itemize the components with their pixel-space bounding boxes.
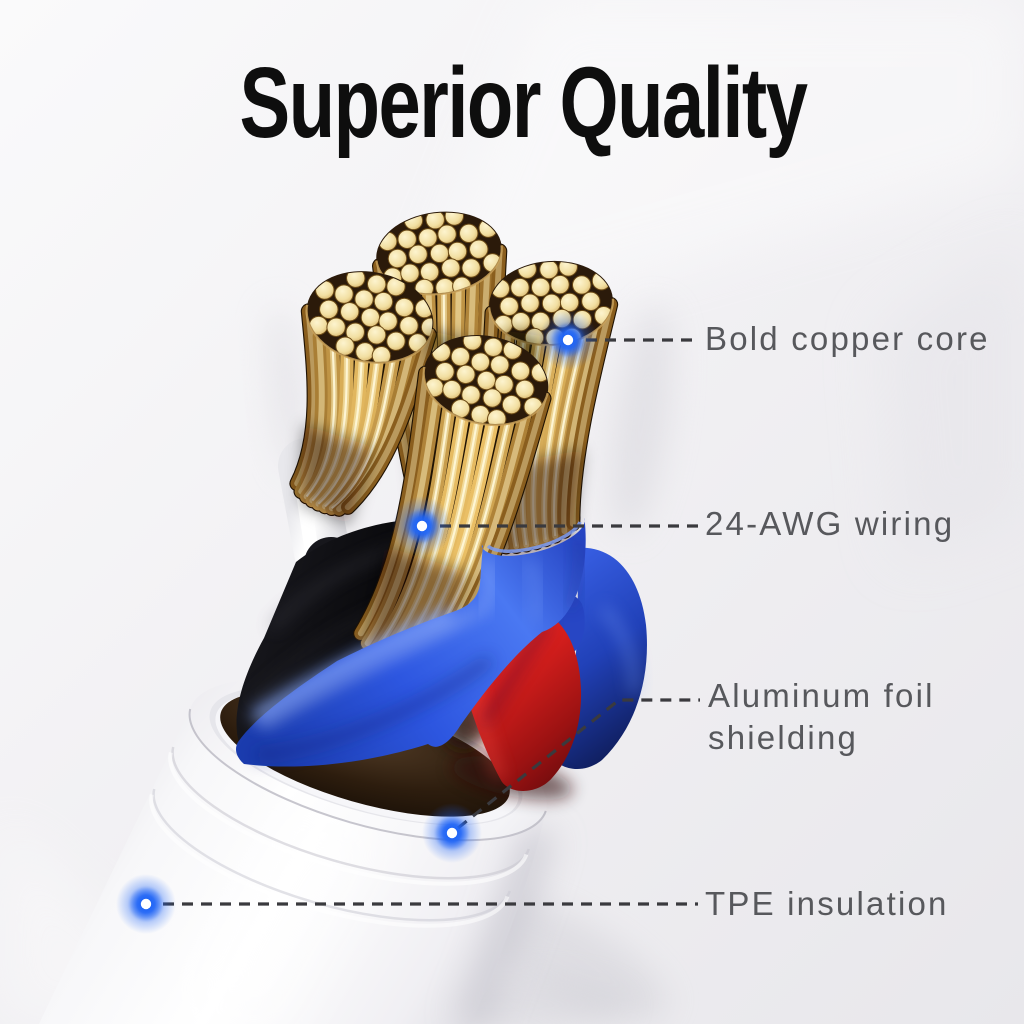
callout-label-foil-shielding: Aluminum foil shielding bbox=[708, 677, 935, 756]
blue-wrap-back bbox=[561, 547, 647, 770]
callout-dots bbox=[116, 310, 598, 934]
callout-dot-tpe-insulation bbox=[116, 874, 176, 934]
callout-label-awg-wiring: 24-AWG wiring bbox=[705, 505, 955, 542]
callout-dot-awg-wiring bbox=[392, 496, 452, 556]
callout-dot-foil-shielding bbox=[422, 803, 482, 863]
bundle-shadows bbox=[267, 305, 673, 534]
callout-label-tpe-insulation: TPE insulation bbox=[705, 885, 949, 922]
callout-dot-copper-core bbox=[538, 310, 598, 370]
copper-bundle-left bbox=[289, 268, 441, 526]
cable bbox=[38, 206, 647, 1024]
page-title: Superior Quality bbox=[239, 47, 808, 159]
leader-lines bbox=[163, 338, 700, 906]
blue-wrap bbox=[236, 517, 586, 767]
callout-label-copper-core: Bold copper core bbox=[705, 320, 990, 357]
